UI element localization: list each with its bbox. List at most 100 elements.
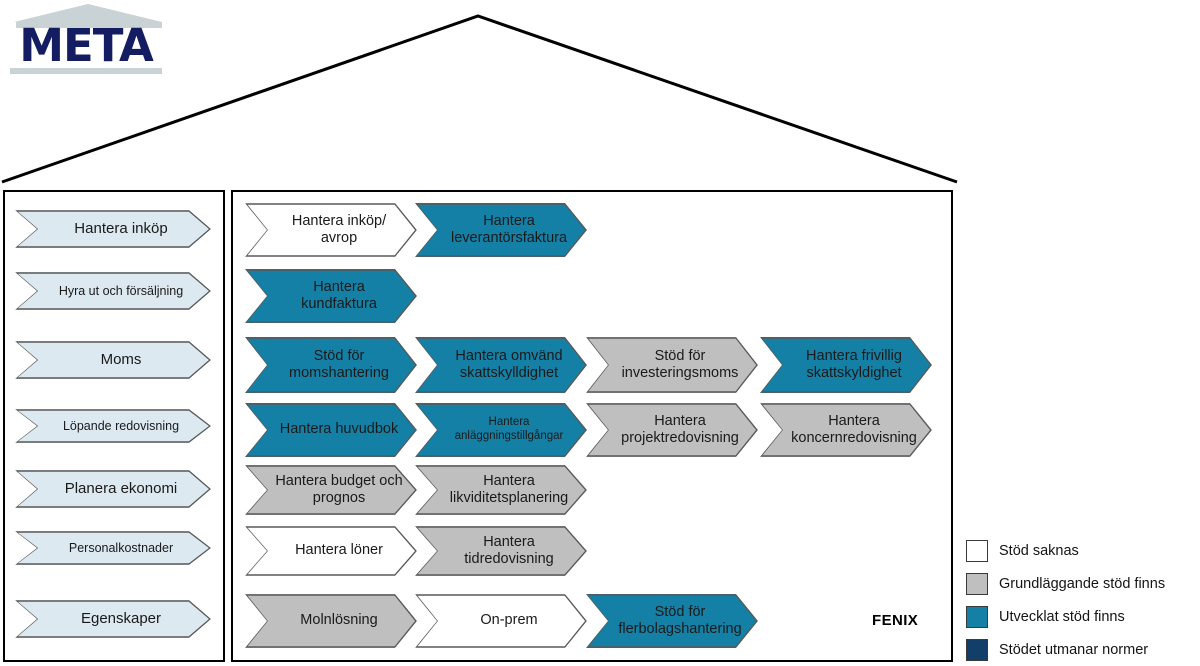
sidebar-capability-1[interactable]: Hantera inköp (15, 210, 211, 248)
capability-r4-c4[interactable]: Hantera koncernredovisning (760, 403, 932, 457)
sidebar-capability-5[interactable]: Planera ekonomi (15, 470, 211, 508)
chevron-outline (415, 526, 587, 576)
chevron-outline (245, 403, 417, 457)
sidebar-capability-4[interactable]: Löpande redovisning (15, 409, 211, 443)
chevron-label: Stöd för flerbolagshantering (618, 603, 742, 637)
capability-r7-c3[interactable]: Stöd för flerbolagshantering (586, 594, 758, 648)
capability-r6-c2[interactable]: Hantera tidredovisning (415, 526, 587, 576)
logo-bar-bottom (10, 68, 162, 74)
chevron-label: On-prem (480, 612, 538, 629)
capability-r3-c3[interactable]: Stöd för investeringsmoms (586, 337, 758, 393)
chevron-label: Stöd för investeringsmoms (621, 347, 739, 381)
chevron-fill (415, 403, 587, 457)
chevron-fill (245, 337, 417, 393)
chevron-label: Egenskaper (80, 610, 162, 628)
chevron-fill (415, 337, 587, 393)
sidebar-capability-6[interactable]: Personalkostnader (15, 531, 211, 565)
capability-r3-c2[interactable]: Hantera omvänd skattskylldighet (415, 337, 587, 393)
capability-r1-c1[interactable]: Hantera inköp/ avrop (245, 203, 417, 257)
chevron-label: Hantera frivillig skattskyldighet (806, 347, 902, 381)
capability-r4-c2[interactable]: Hantera anläggningstillgångar (415, 403, 587, 457)
chevron-outline (245, 594, 417, 648)
legend-item: Utvecklat stöd finns (966, 600, 1196, 633)
sidebar-capability-3[interactable]: Moms (15, 341, 211, 379)
capability-r7-c2[interactable]: On-prem (415, 594, 587, 648)
legend-swatch-utmanar-normer (966, 638, 988, 661)
chevron-fill (415, 203, 587, 257)
chevron-outline (415, 337, 587, 393)
capability-r1-c2[interactable]: Hantera leverantörsfaktura (415, 203, 587, 257)
sidebar-capability-2[interactable]: Hyra ut och försäljning (15, 272, 211, 310)
capability-r3-c4[interactable]: Hantera frivillig skattskyldighet (760, 337, 932, 393)
chevron-fill (245, 465, 417, 515)
chevron-fill (15, 272, 211, 310)
chevron-fill (245, 269, 417, 323)
chevron-fill (245, 203, 417, 257)
chevron-fill (415, 594, 587, 648)
chevron-label: Hantera omvänd skattskylldighet (455, 347, 563, 381)
chevron-label: Hantera inköp/ avrop (291, 212, 387, 246)
chevron-outline (760, 403, 932, 457)
chevron-label: Hantera likviditetsplanering (449, 472, 569, 506)
chevron-label: Personalkostnader (68, 540, 174, 555)
capability-r5-c2[interactable]: Hantera likviditetsplanering (415, 465, 587, 515)
chevron-label: Hantera anläggningstillgångar (454, 416, 564, 442)
chevron-fill (760, 403, 932, 457)
chevron-outline (15, 600, 211, 638)
legend-swatch-utvecklat (966, 605, 988, 628)
chevron-label: Hantera tidredovisning (464, 533, 554, 567)
chevron-fill (586, 403, 758, 457)
chevron-fill (415, 465, 587, 515)
chevron-fill (760, 337, 932, 393)
legend-label: Stöd saknas (999, 542, 1079, 559)
chevron-outline (586, 337, 758, 393)
chevron-outline (245, 526, 417, 576)
legend-item: Stöd saknas (966, 534, 1196, 567)
chevron-label: Molnlösning (300, 612, 378, 629)
capability-r2-c1[interactable]: Hantera kundfaktura (245, 269, 417, 323)
legend-label: Utvecklat stöd finns (999, 608, 1125, 625)
capability-r4-c1[interactable]: Hantera huvudbok (245, 403, 417, 457)
chevron-outline (15, 272, 211, 310)
chevron-label: Moms (100, 351, 142, 369)
system-label-fenix: FENIX (872, 612, 919, 629)
chevron-outline (245, 269, 417, 323)
chevron-outline (15, 409, 211, 443)
chevron-outline (415, 465, 587, 515)
chevron-fill (15, 531, 211, 565)
chevron-outline (760, 337, 932, 393)
chevron-label: Hantera huvudbok (279, 421, 399, 438)
chevron-fill (15, 470, 211, 508)
chevron-fill (15, 210, 211, 248)
chevron-fill (586, 594, 758, 648)
capability-r6-c1[interactable]: Hantera löner (245, 526, 417, 576)
chevron-fill (245, 403, 417, 457)
chevron-label: Hantera projektredovisning (621, 412, 739, 446)
legend-label: Grundläggande stöd finns (999, 575, 1166, 592)
capability-r4-c3[interactable]: Hantera projektredovisning (586, 403, 758, 457)
sidebar-capability-7[interactable]: Egenskaper (15, 600, 211, 638)
chevron-label: Löpande redovisning (62, 418, 180, 433)
chevron-label: Hantera inköp (74, 220, 168, 238)
chevron-outline (415, 594, 587, 648)
chevron-fill (245, 526, 417, 576)
chevron-label: Hantera kundfaktura (301, 278, 377, 312)
legend-item: Stödet utmanar normer (966, 633, 1196, 666)
legend-swatch-grundlaggande (966, 572, 988, 595)
chevron-label: Hantera löner (295, 542, 383, 559)
logo-wordmark: META (19, 19, 154, 72)
chevron-outline (15, 341, 211, 379)
chevron-label: Hyra ut och försäljning (58, 283, 184, 298)
chevron-fill (586, 337, 758, 393)
house-roof-outline (1, 14, 958, 184)
capability-r3-c1[interactable]: Stöd för momshantering (245, 337, 417, 393)
chevron-outline (415, 403, 587, 457)
legend-label: Stödet utmanar normer (999, 641, 1149, 658)
chevron-fill (15, 409, 211, 443)
chevron-outline (586, 594, 758, 648)
chevron-fill (245, 594, 417, 648)
legend-item: Grundläggande stöd finns (966, 567, 1196, 600)
capability-r5-c1[interactable]: Hantera budget och prognos (245, 465, 417, 515)
capability-r7-c1[interactable]: Molnlösning (245, 594, 417, 648)
chevron-label: Hantera budget och prognos (275, 472, 403, 506)
